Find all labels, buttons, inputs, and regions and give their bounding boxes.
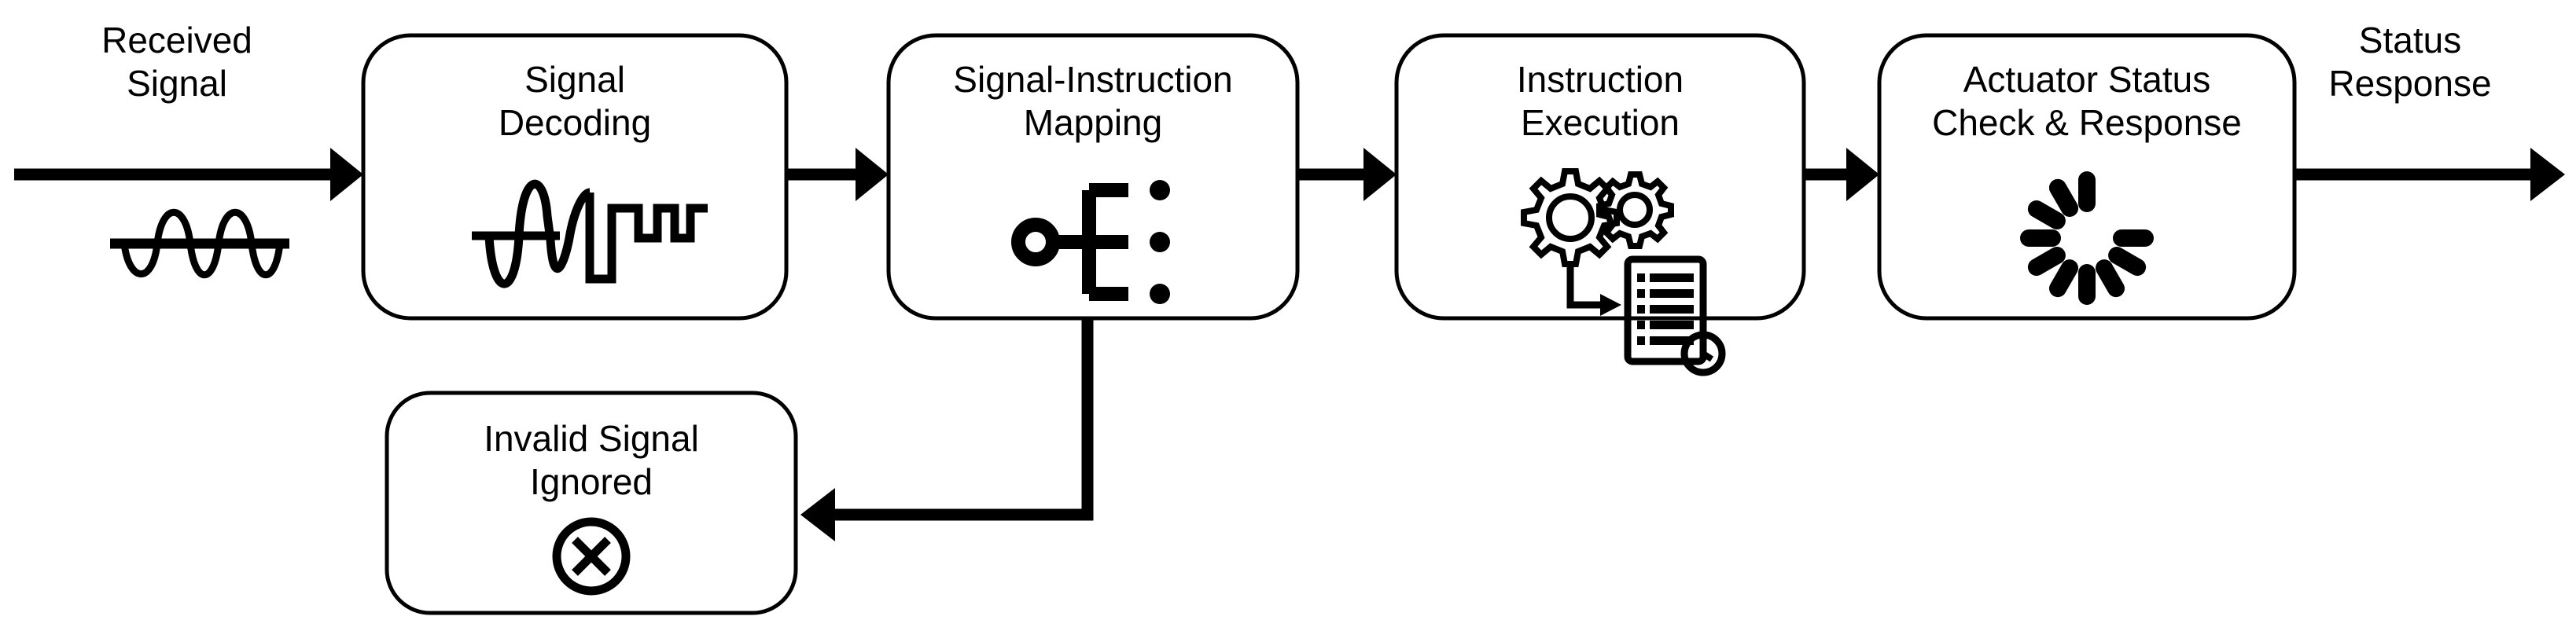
actuator-status-check-title-line1: Actuator Status	[1963, 59, 2211, 100]
small-gear-icon	[1596, 171, 1674, 249]
invalid-signal-ignored-box[interactable]	[385, 391, 798, 615]
large-gear-icon	[1521, 168, 1620, 267]
signal-instruction-mapping-box[interactable]	[886, 33, 1300, 321]
sine-wave-icon	[110, 208, 289, 279]
status-response-label-line2: Response	[2328, 63, 2491, 104]
connector-decoding-to-mapping	[786, 148, 889, 201]
signal-instruction-mapping-title-line1: Signal-Instruction	[953, 59, 1232, 100]
received-signal-label-line1: Received	[101, 20, 252, 61]
signal-instruction-mapping-title-line2: Mapping	[1024, 102, 1162, 143]
node-actuator-status-check[interactable]: Actuator Status Check & Response	[1877, 33, 2297, 321]
connector-mapping-to-execution	[1297, 148, 1397, 201]
node-signal-decoding[interactable]: Signal Decoding	[361, 33, 789, 321]
edge-label-received-signal: Received Signal	[101, 20, 252, 104]
loading-spinner-icon	[2020, 171, 2154, 305]
signal-decoding-title-line1: Signal	[524, 59, 625, 100]
received-signal-label-line2: Signal	[127, 63, 227, 104]
connector-input-to-signal-decoding	[14, 148, 363, 201]
instruction-execution-box[interactable]	[1394, 33, 1806, 321]
mapping-branch-icon	[1011, 180, 1170, 304]
instruction-execution-title-line2: Execution	[1521, 102, 1680, 143]
node-signal-instruction-mapping[interactable]: Signal-Instruction Mapping	[886, 33, 1300, 321]
signal-decoding-title-line2: Decoding	[499, 102, 651, 143]
connector-mapping-to-invalid-signal	[800, 319, 1094, 541]
invalid-signal-ignored-title-line2: Ignored	[530, 461, 653, 502]
gears-to-document-icon	[1521, 168, 1726, 376]
analog-to-digital-waveform-icon	[472, 179, 708, 288]
actuator-status-check-title-line2: Check & Response	[1932, 102, 2242, 143]
signal-decoding-box[interactable]	[361, 33, 789, 321]
status-response-label-line1: Status	[2359, 20, 2461, 61]
connector-execution-to-actuator	[1804, 148, 1879, 201]
invalid-signal-ignored-title-line1: Invalid Signal	[484, 418, 699, 459]
node-instruction-execution[interactable]: Instruction Execution	[1394, 33, 1806, 376]
document-checklist-icon	[1624, 255, 1726, 376]
node-invalid-signal-ignored[interactable]: Invalid Signal Ignored	[385, 391, 798, 615]
circle-x-icon	[552, 517, 631, 596]
instruction-execution-title-line1: Instruction	[1517, 59, 1684, 100]
elbow-arrow-icon	[1566, 267, 1621, 316]
connector-actuator-to-output	[2294, 148, 2565, 201]
edge-label-status-response: Status Response	[2328, 20, 2491, 104]
